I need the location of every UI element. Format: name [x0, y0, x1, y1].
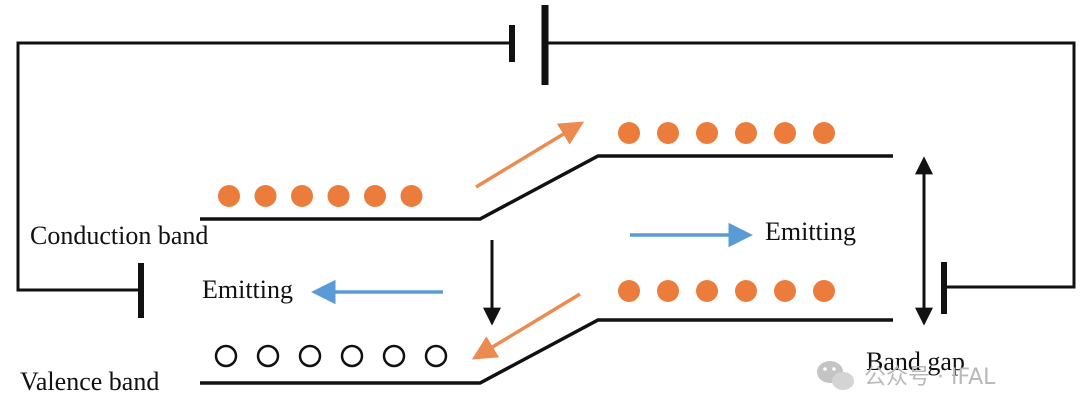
- electron: [735, 280, 757, 302]
- right-conduction-electrons: [618, 122, 835, 144]
- electron: [254, 185, 277, 207]
- conduction-band-label: Conduction band: [30, 221, 208, 250]
- electron: [364, 185, 386, 207]
- electron: [813, 122, 835, 144]
- hole: [382, 344, 406, 368]
- electron: [774, 122, 796, 144]
- emitting-right-label: Emitting: [765, 217, 856, 246]
- electron: [657, 122, 679, 144]
- left-valence-holes: [214, 344, 448, 368]
- emitting-left-label: Emitting: [202, 275, 293, 304]
- circuit-wire: [16, 41, 1076, 292]
- electron: [327, 185, 350, 207]
- valence-band-label: Valence band: [20, 367, 159, 396]
- electron: [291, 185, 313, 207]
- valence-band-line: [200, 318, 893, 385]
- electron: [618, 280, 640, 302]
- electron: [657, 280, 679, 302]
- band-gap-label: Band gap: [866, 347, 965, 376]
- electron: [618, 122, 640, 144]
- electron-drift-arrow-down: [471, 292, 581, 360]
- electron: [813, 280, 835, 302]
- right-valence-electrons: [618, 280, 835, 302]
- hole: [424, 344, 448, 368]
- hole: [298, 344, 322, 368]
- electron-drift-arrow-up: [475, 121, 585, 189]
- conduction-band-line: [200, 154, 893, 221]
- electron: [696, 280, 718, 302]
- hole: [256, 344, 280, 368]
- electron: [218, 185, 240, 207]
- hole: [214, 344, 238, 368]
- watermark-text: 公众号 · IFAL: [864, 365, 996, 390]
- wechat-icon: [817, 361, 854, 390]
- electron: [696, 122, 718, 144]
- electron: [774, 280, 796, 302]
- hole: [340, 344, 364, 368]
- electron: [735, 122, 757, 144]
- electron: [400, 185, 423, 207]
- watermark: 公众号 · IFAL: [817, 361, 996, 390]
- left-conduction-electrons: [218, 185, 423, 207]
- battery-top: [509, 5, 549, 85]
